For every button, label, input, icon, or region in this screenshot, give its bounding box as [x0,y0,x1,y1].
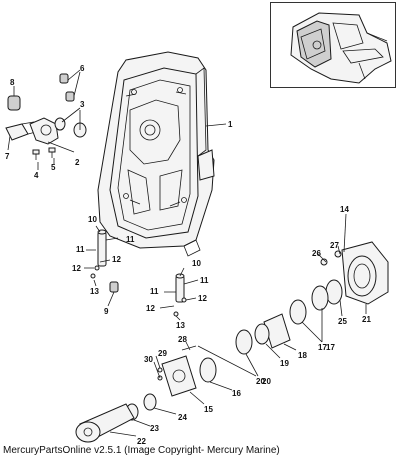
ring-part-17a [311,285,329,311]
washer-part-12b [181,297,187,303]
callout-24: 24 [178,413,187,422]
callout-26: 26 [312,249,321,258]
ring-part-19 [254,323,270,345]
callout-23: 23 [150,424,159,433]
callout-12d: 12 [198,294,207,303]
callout-1: 1 [228,120,233,129]
bolt-part-26 [320,258,328,266]
callout-8: 8 [10,78,15,87]
callout-13b: 13 [176,321,185,330]
callout-30: 30 [144,355,153,364]
callout-10a: 10 [88,215,97,224]
callout-labels: 1 2 3 4 5 6 7 8 9 10 10 11 11 11 11 12 1… [5,64,371,446]
callout-11b: 11 [126,235,135,244]
callout-11a: 11 [76,245,85,254]
bushing-part-24 [143,393,157,411]
housing-part-1 [97,51,215,257]
callout-11c: 11 [150,287,159,296]
callout-20b: 20 [262,377,271,386]
lower-dowels [90,229,187,317]
callout-12b: 12 [112,255,121,264]
callout-17b: 17 [326,343,335,352]
engine-thumbnail [290,12,392,84]
callout-11d: 11 [200,276,209,285]
cap-part-6b [65,91,75,102]
callout-20a: 20 [256,377,265,386]
callout-13a: 13 [90,287,99,296]
callout-9: 9 [104,307,109,316]
callout-15: 15 [204,405,213,414]
callout-22: 22 [137,437,146,446]
callout-21: 21 [362,315,371,324]
callout-14: 14 [340,205,349,214]
callout-10b: 10 [192,259,201,268]
sleeve-part-18 [263,313,291,349]
cap-part-6a [59,73,69,84]
ring-part-16 [199,357,217,383]
bearing-part-20a [235,329,253,355]
cap-part-8 [7,95,21,111]
callout-18: 18 [298,351,307,360]
callout-7: 7 [5,152,10,161]
washer-part-13b [173,311,179,317]
washer-part-12a [94,265,100,271]
copyright-footer: MercuryPartsOnline v2.5.1 (Image Copyrig… [3,445,280,456]
callout-12c: 12 [146,304,155,313]
callout-12a: 12 [72,264,81,273]
bracket-part-15 [161,355,197,397]
bolt-part-27 [334,250,342,258]
callout-4: 4 [34,171,39,180]
fitting-part-7 [5,123,29,141]
locator-inset [270,2,396,88]
leader-lines [7,69,367,437]
left-fittings [5,73,87,160]
ring-part-17b [289,299,307,325]
callout-3: 3 [80,100,85,109]
ring-part-25 [325,279,343,305]
callout-5: 5 [51,163,56,172]
callout-29: 29 [158,349,167,358]
seal-part-3a [54,117,66,131]
callout-27: 27 [330,241,339,250]
callout-6: 6 [80,64,85,73]
callout-16: 16 [232,389,241,398]
callout-2: 2 [75,158,80,167]
elbow-part-2 [29,117,59,145]
callout-17a: 17 [318,343,327,352]
drive-stack [75,241,389,443]
callout-25: 25 [338,317,347,326]
callout-19: 19 [280,359,289,368]
clip-part-9 [109,281,119,293]
washer-part-29 [157,367,163,373]
washer-part-13a [90,273,96,279]
callout-28: 28 [178,335,187,344]
